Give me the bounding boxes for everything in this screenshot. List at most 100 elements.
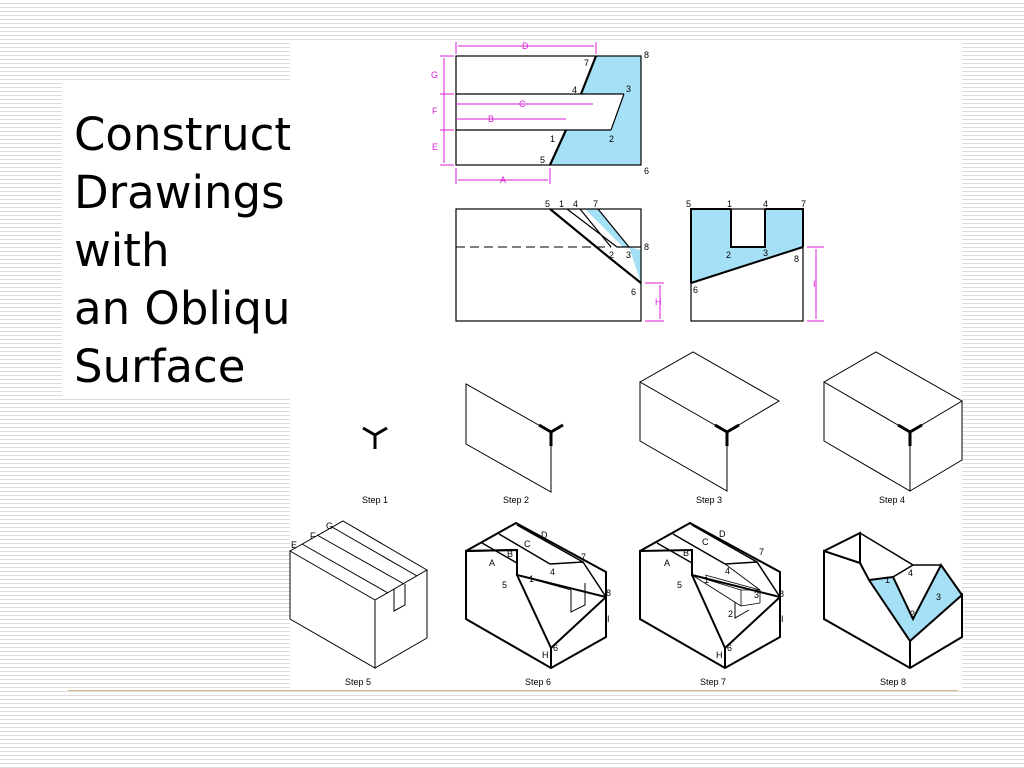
svg-text:5: 5 <box>502 580 507 590</box>
top-view-oblique-edge <box>548 129 568 166</box>
step-1-label: Step 1 <box>362 495 388 505</box>
top-view-point-labels: 7 8 4 3 1 2 5 6 <box>540 50 649 176</box>
svg-text:D: D <box>719 529 726 539</box>
svg-text:7: 7 <box>581 552 586 562</box>
title-line-2: Drawings <box>74 166 285 219</box>
svg-text:3: 3 <box>763 248 768 258</box>
front-view-edge <box>549 208 612 260</box>
dim-label-b: B <box>488 114 494 124</box>
svg-text:5: 5 <box>540 155 545 165</box>
side-view-oblique-edge <box>690 246 804 284</box>
step-3-figure <box>639 351 780 492</box>
front-view-edge <box>610 258 642 284</box>
svg-text:2: 2 <box>726 250 731 260</box>
svg-text:6: 6 <box>553 643 558 653</box>
title-line-3: with <box>74 224 170 277</box>
step-5-labels: E F G <box>291 521 333 550</box>
step-6-label: Step 6 <box>525 677 551 687</box>
svg-text:7: 7 <box>759 547 764 557</box>
front-view-dimensions <box>645 282 664 322</box>
step-5-label: Step 5 <box>345 677 371 687</box>
dim-label-g: G <box>431 70 438 80</box>
svg-text:7: 7 <box>593 199 598 209</box>
svg-text:2: 2 <box>910 609 915 619</box>
svg-text:4: 4 <box>763 199 768 209</box>
svg-text:4: 4 <box>908 568 913 578</box>
svg-text:2: 2 <box>609 250 614 260</box>
svg-text:2: 2 <box>728 609 733 619</box>
svg-text:I: I <box>607 614 610 624</box>
side-view-outline-top <box>690 208 731 283</box>
side-view-outline-top <box>765 208 804 247</box>
svg-text:4: 4 <box>725 566 730 576</box>
step-6-labels: A B C D 7 4 5 1 8 I 6 H <box>489 530 611 660</box>
dim-label-a: A <box>500 175 506 185</box>
svg-text:7: 7 <box>584 58 589 68</box>
side-view <box>690 208 804 322</box>
svg-text:A: A <box>664 558 670 568</box>
front-view-oblique-face <box>629 247 641 283</box>
side-view-oblique-face <box>691 209 803 283</box>
dim-label-h: H <box>655 297 662 307</box>
svg-text:C: C <box>702 537 709 547</box>
svg-text:3: 3 <box>626 250 631 260</box>
top-view <box>455 55 642 166</box>
step-labels-row-1: Step 1 Step 2 Step 3 Step 4 <box>362 495 905 505</box>
svg-text:H: H <box>542 650 549 660</box>
top-view-oblique-edge <box>579 55 598 95</box>
step-8-labels: 1 4 3 2 <box>885 568 941 619</box>
title-line-4: an Oblique <box>74 282 319 335</box>
step-6-figure <box>465 521 607 670</box>
front-view-point-labels: 5 1 4 7 8 2 3 6 <box>545 199 649 297</box>
step-7-label: Step 7 <box>700 677 726 687</box>
svg-text:F: F <box>310 531 316 541</box>
step-3-label: Step 3 <box>696 495 722 505</box>
step-4-label: Step 4 <box>879 495 905 505</box>
svg-text:3: 3 <box>626 84 631 94</box>
svg-text:1: 1 <box>885 575 890 585</box>
dim-label-i: I <box>813 279 816 289</box>
svg-text:6: 6 <box>631 287 636 297</box>
front-view <box>455 208 642 322</box>
step-1-figure <box>362 426 388 449</box>
step-8-figure <box>823 531 963 670</box>
svg-text:8: 8 <box>794 254 799 264</box>
front-view-outline <box>455 208 642 322</box>
svg-text:I: I <box>781 614 784 624</box>
svg-text:E: E <box>291 540 297 550</box>
svg-text:4: 4 <box>572 85 577 95</box>
svg-text:6: 6 <box>727 643 732 653</box>
svg-text:6: 6 <box>693 285 698 295</box>
svg-text:8: 8 <box>644 50 649 60</box>
dim-label-d: D <box>522 41 529 51</box>
svg-text:D: D <box>541 530 548 540</box>
top-view-dimension-labels: D C B A G F E <box>431 41 529 185</box>
front-view-edge <box>566 208 631 248</box>
svg-text:3: 3 <box>754 590 759 600</box>
svg-text:B: B <box>683 548 689 558</box>
svg-text:H: H <box>716 650 723 660</box>
step-5-figure <box>289 520 428 669</box>
svg-text:1: 1 <box>529 574 534 584</box>
dim-label-f: F <box>432 106 438 116</box>
svg-text:1: 1 <box>704 575 709 585</box>
svg-text:8: 8 <box>644 242 649 252</box>
step-8-label: Step 8 <box>880 677 906 687</box>
side-view-slot <box>730 209 766 248</box>
step-4-figure <box>823 351 963 492</box>
top-view-slot-edge <box>610 93 625 131</box>
svg-text:B: B <box>507 549 513 559</box>
svg-text:1: 1 <box>559 199 564 209</box>
top-view-oblique-face <box>550 56 641 165</box>
svg-text:1: 1 <box>550 134 555 144</box>
svg-text:A: A <box>489 558 495 568</box>
svg-text:8: 8 <box>606 588 611 598</box>
svg-text:6: 6 <box>644 166 649 176</box>
title-panel <box>62 80 290 398</box>
bottom-rule <box>68 690 958 691</box>
side-view-point-labels: 5 1 4 7 2 3 8 6 <box>686 199 806 295</box>
step-2-figure <box>465 383 564 493</box>
svg-text:3: 3 <box>936 592 941 602</box>
top-view-dimensions <box>440 42 597 184</box>
